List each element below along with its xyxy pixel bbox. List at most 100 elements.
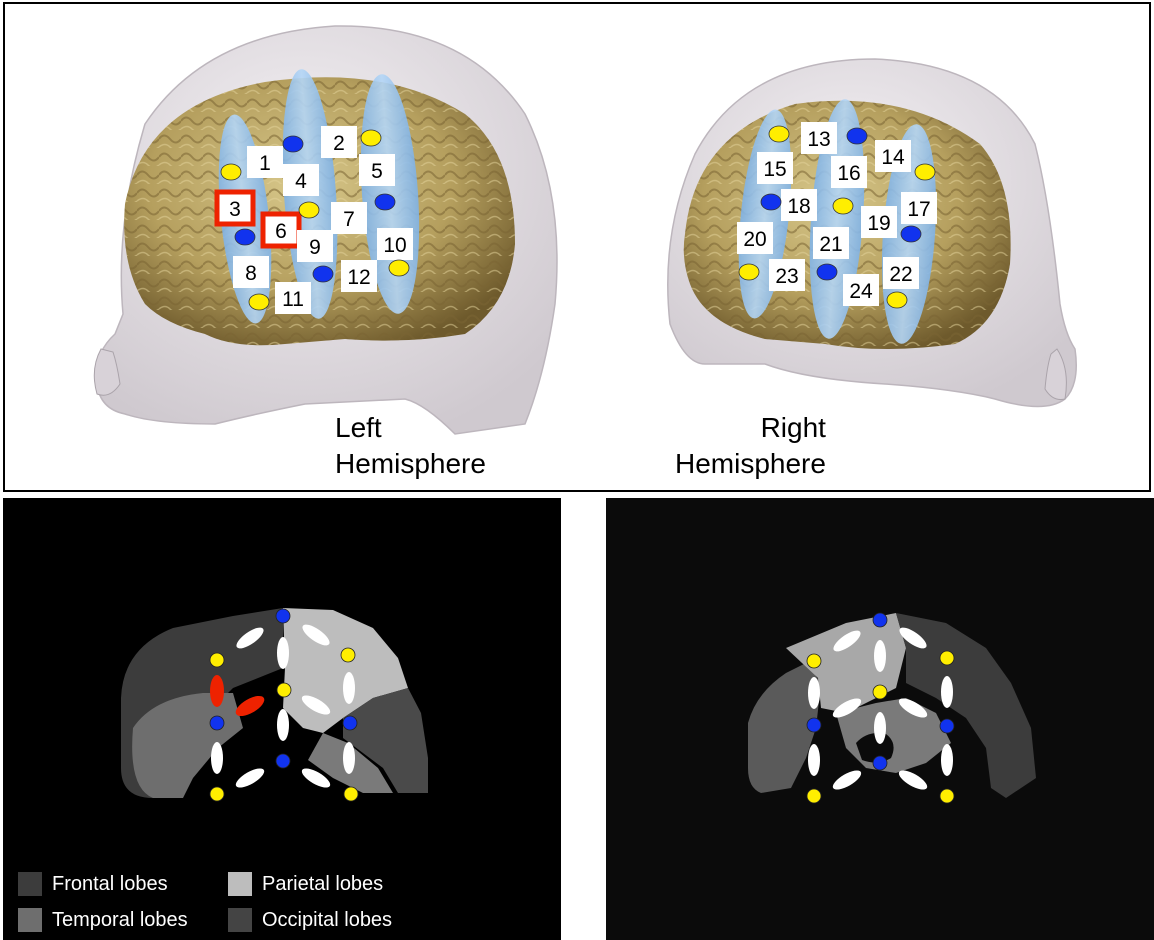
- svg-text:5: 5: [371, 160, 383, 183]
- detector-optode-13: [761, 194, 781, 210]
- detector-optode: [210, 716, 224, 730]
- channel-mark: [808, 744, 820, 776]
- channel-21-label: 21: [813, 227, 849, 259]
- legend-label-occipital: Occipital lobes: [262, 909, 392, 932]
- source-optode: [940, 789, 954, 803]
- channel-mark: [941, 676, 953, 708]
- svg-text:10: 10: [383, 234, 406, 257]
- right-caption-line1: Right: [675, 410, 826, 446]
- channel-10-label: 10: [377, 228, 413, 260]
- channel-7-label: 7: [331, 202, 367, 234]
- detector-optode-17: [817, 264, 837, 280]
- svg-text:8: 8: [245, 262, 257, 285]
- channel-22-label: 22: [883, 257, 919, 289]
- head-models-panel: 123456789101112131415161718192021222324 …: [3, 2, 1151, 492]
- detector-optode-8: [313, 266, 333, 282]
- source-optode: [873, 685, 887, 699]
- channel-mark: [896, 767, 930, 793]
- source-optode: [210, 787, 224, 801]
- left-lobe-map: [121, 608, 428, 798]
- channel-14-label: 14: [875, 140, 911, 172]
- detector-optode-4: [235, 229, 255, 245]
- source-optode-3: [361, 130, 381, 146]
- channel-mark: [941, 744, 953, 776]
- svg-text:9: 9: [309, 236, 321, 259]
- channel-mark: [874, 712, 886, 744]
- source-optode-5: [299, 202, 319, 218]
- source-optode: [940, 651, 954, 665]
- channel-6-label: 6: [263, 214, 299, 246]
- left-caption-line1: Left: [335, 410, 486, 446]
- source-optode-9: [389, 260, 409, 276]
- channel-1-label: 1: [247, 146, 283, 178]
- channel-mark: [343, 742, 355, 774]
- legend-label-frontal: Frontal lobes: [52, 873, 168, 896]
- legend-item-frontal: Frontal lobes: [18, 870, 168, 898]
- lobe-legend: Frontal lobes Parietal lobes Temporal lo…: [18, 870, 438, 936]
- svg-text:6: 6: [275, 220, 287, 243]
- svg-text:23: 23: [775, 265, 798, 288]
- legend-item-occipital: Occipital lobes: [228, 906, 392, 934]
- detector-optode-15: [901, 226, 921, 242]
- legend-item-temporal: Temporal lobes: [18, 906, 188, 934]
- legend-label-temporal: Temporal lobes: [52, 909, 188, 932]
- svg-text:15: 15: [763, 158, 786, 181]
- detector-optode: [940, 719, 954, 733]
- channel-mark: [211, 742, 223, 774]
- svg-text:19: 19: [867, 212, 890, 235]
- svg-text:22: 22: [889, 263, 912, 286]
- source-optode: [344, 787, 358, 801]
- source-optode-18: [887, 292, 907, 308]
- channel-5-label: 5: [359, 154, 395, 186]
- svg-text:3: 3: [229, 198, 241, 221]
- source-optode-7: [249, 294, 269, 310]
- svg-text:1: 1: [259, 152, 271, 175]
- svg-text:20: 20: [743, 228, 766, 251]
- svg-text:12: 12: [347, 266, 370, 289]
- detector-optode-11: [847, 128, 867, 144]
- channel-3-label: 3: [217, 192, 253, 224]
- channel-mark: [277, 637, 289, 669]
- legend-swatch-temporal: [18, 908, 42, 932]
- source-optode: [277, 683, 291, 697]
- svg-text:18: 18: [787, 195, 810, 218]
- channel-2-label: 2: [321, 126, 357, 158]
- right-caption-line2: Hemisphere: [675, 446, 826, 482]
- detector-optode: [276, 754, 290, 768]
- legend-item-parietal: Parietal lobes: [228, 870, 383, 898]
- detector-optode: [276, 609, 290, 623]
- channel-15-label: 15: [757, 152, 793, 184]
- channel-11-label: 11: [275, 282, 311, 314]
- left-caption-line2: Hemisphere: [335, 446, 486, 482]
- channel-9-label: 9: [297, 230, 333, 262]
- channel-24-label: 24: [843, 274, 879, 306]
- channel-13-label: 13: [801, 122, 837, 154]
- channel-17-label: 17: [901, 192, 937, 224]
- svg-text:13: 13: [807, 128, 830, 151]
- legend-swatch-parietal: [228, 872, 252, 896]
- right-lobe-map: [748, 613, 1036, 798]
- svg-text:11: 11: [282, 288, 304, 311]
- channel-12-label: 12: [341, 260, 377, 292]
- channel-mark: [343, 672, 355, 704]
- svg-text:21: 21: [819, 233, 842, 256]
- right-hemisphere-caption: Right Hemisphere: [675, 410, 826, 482]
- svg-text:14: 14: [881, 146, 905, 169]
- svg-text:4: 4: [295, 170, 307, 193]
- legend-label-parietal: Parietal lobes: [262, 873, 383, 896]
- svg-text:24: 24: [849, 280, 873, 303]
- channel-19-label: 19: [861, 206, 897, 238]
- channel-8-label: 8: [233, 256, 269, 288]
- source-optode: [210, 653, 224, 667]
- source-optode-16: [739, 264, 759, 280]
- right-lobe-map-svg: [606, 498, 1154, 940]
- channel-mark: [808, 677, 820, 709]
- detector-optode: [873, 756, 887, 770]
- channel-4-label: 4: [283, 164, 319, 196]
- detector-optode-6: [375, 194, 395, 210]
- source-optode-10: [769, 126, 789, 142]
- svg-text:2: 2: [333, 132, 345, 155]
- svg-text:16: 16: [837, 162, 860, 185]
- source-optode-14: [833, 198, 853, 214]
